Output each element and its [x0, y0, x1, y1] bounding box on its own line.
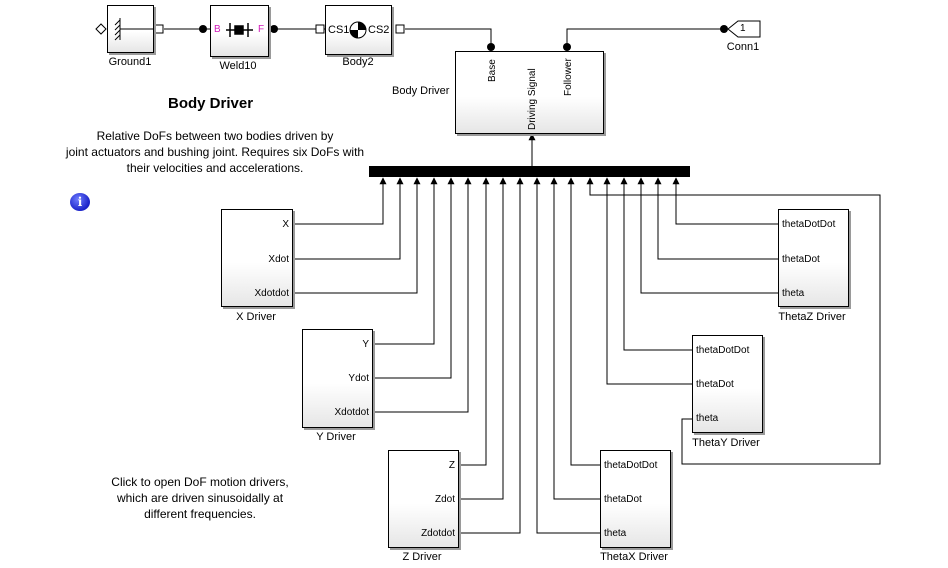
- thetay-driver-block[interactable]: thetaDotDot thetaDot theta: [692, 335, 763, 433]
- x-driver-port-x: X: [282, 219, 289, 230]
- wire-thetaz: [637, 177, 778, 294]
- bus-creator[interactable]: [369, 166, 690, 177]
- wire-thetaxdotdot: [567, 177, 600, 466]
- port-square-ground: [154, 24, 164, 34]
- ground-label: Ground1: [108, 56, 152, 68]
- wire-ydot: [372, 177, 455, 379]
- port-square-body2-right: [395, 24, 405, 34]
- ground-block[interactable]: [107, 5, 154, 53]
- z-driver-port-z: Z: [448, 460, 455, 471]
- body2-cs2: CS2: [368, 24, 390, 36]
- page-title: Body Driver: [168, 95, 254, 112]
- port-dot-base: [487, 43, 495, 51]
- hint-text: Click to open DoF motion drivers, which …: [111, 475, 289, 521]
- y-driver-port-y: Y: [362, 339, 369, 350]
- z-driver-block[interactable]: Z Zdot Zdotdot: [388, 450, 459, 548]
- wire-ydotdot: [372, 177, 472, 413]
- wire-thetazdotdot: [672, 177, 778, 225]
- conn-number: 1: [740, 23, 746, 34]
- body-driver-block[interactable]: Base Driving Signal Follower: [455, 51, 604, 134]
- thetay-driver-port-thetadot: thetaDot: [696, 379, 734, 390]
- body-driver-port-base: Base: [487, 59, 498, 82]
- ground-icon: [114, 18, 153, 41]
- wire-thetax: [533, 177, 600, 534]
- z-driver-port-zdot: Zdot: [434, 494, 455, 505]
- wire-y: [372, 177, 438, 345]
- wire-thetaxdot: [550, 177, 600, 500]
- port-dot-conn: [720, 25, 728, 33]
- thetay-driver-label: ThetaY Driver: [692, 437, 760, 449]
- y-driver-port-ydotdot: Xdotdot: [334, 407, 369, 418]
- body-driver-port-follower: Follower: [563, 58, 574, 96]
- thetax-driver-port-theta: theta: [604, 528, 627, 539]
- wire-zdot: [458, 177, 507, 500]
- y-driver-port-ydot: Ydot: [348, 373, 369, 384]
- thetax-driver-port-thetadot: thetaDot: [604, 494, 642, 505]
- wire-follower-conn: [566, 28, 724, 47]
- weld-port-f: F: [258, 24, 265, 35]
- body-driver-label: Body Driver: [392, 85, 450, 97]
- wire-thetay: [586, 177, 881, 465]
- x-driver-port-xdotdot: Xdotdot: [254, 288, 289, 299]
- port-dot-weld-b: [199, 25, 207, 33]
- body-driver-port-driving-signal: Driving Signal: [527, 68, 538, 130]
- x-driver-block[interactable]: X Xdot Xdotdot: [221, 209, 293, 307]
- thetaz-driver-label: ThetaZ Driver: [778, 311, 846, 323]
- wire-z: [458, 177, 490, 466]
- conn-label: Conn1: [726, 41, 760, 53]
- info-icon[interactable]: i: [70, 193, 90, 211]
- conn-port-shape: [727, 20, 761, 38]
- thetay-driver-port-theta: theta: [696, 413, 719, 424]
- wire-thetaydot: [603, 177, 692, 385]
- thetax-driver-label: ThetaX Driver: [600, 551, 668, 563]
- wire-thetaydotdot: [620, 177, 692, 351]
- wire-xdotdot: [292, 177, 421, 294]
- thetaz-driver-port-thetadot: thetaDot: [782, 254, 820, 265]
- port-square-body2-left: [315, 24, 325, 34]
- thetaz-driver-block[interactable]: thetaDotDot thetaDot theta: [778, 209, 849, 307]
- port-dot-weld-f: [270, 25, 278, 33]
- body2-cs1: CS1: [328, 24, 350, 36]
- body2-block[interactable]: CS1 CS2: [325, 5, 392, 55]
- thetax-driver-block[interactable]: thetaDotDot thetaDot theta: [600, 450, 671, 548]
- wire-zdotdot: [458, 177, 524, 534]
- port-diamond-ground: [95, 23, 107, 35]
- z-driver-label: Z Driver: [402, 551, 442, 563]
- x-driver-port-xdot: Xdot: [268, 254, 289, 265]
- port-dot-follower: [563, 43, 571, 51]
- body-icon: [349, 21, 367, 39]
- z-driver-port-zdotdot: Zdotdot: [421, 528, 455, 539]
- thetaz-driver-port-theta: theta: [782, 288, 805, 299]
- y-driver-label: Y Driver: [316, 431, 356, 443]
- y-driver-block[interactable]: Y Ydot Xdotdot: [302, 329, 373, 428]
- wire-thetazdot: [654, 177, 778, 260]
- wire-body2-base: [405, 28, 492, 47]
- wire-xdot: [292, 177, 404, 260]
- weld-port-b: B: [214, 24, 221, 35]
- body2-label: Body2: [342, 56, 374, 68]
- wire-x: [292, 177, 387, 225]
- weld-block[interactable]: B F: [210, 5, 269, 57]
- thetay-driver-port-thetadotdot: thetaDotDot: [696, 345, 750, 356]
- thetax-driver-port-thetadotdot: thetaDotDot: [604, 460, 658, 471]
- weld-icon: [226, 23, 253, 37]
- description-text: Relative DoFs between two bodies driven …: [65, 129, 365, 175]
- thetaz-driver-port-thetadotdot: thetaDotDot: [782, 219, 836, 230]
- weld-label: Weld10: [219, 60, 257, 72]
- x-driver-label: X Driver: [236, 311, 276, 323]
